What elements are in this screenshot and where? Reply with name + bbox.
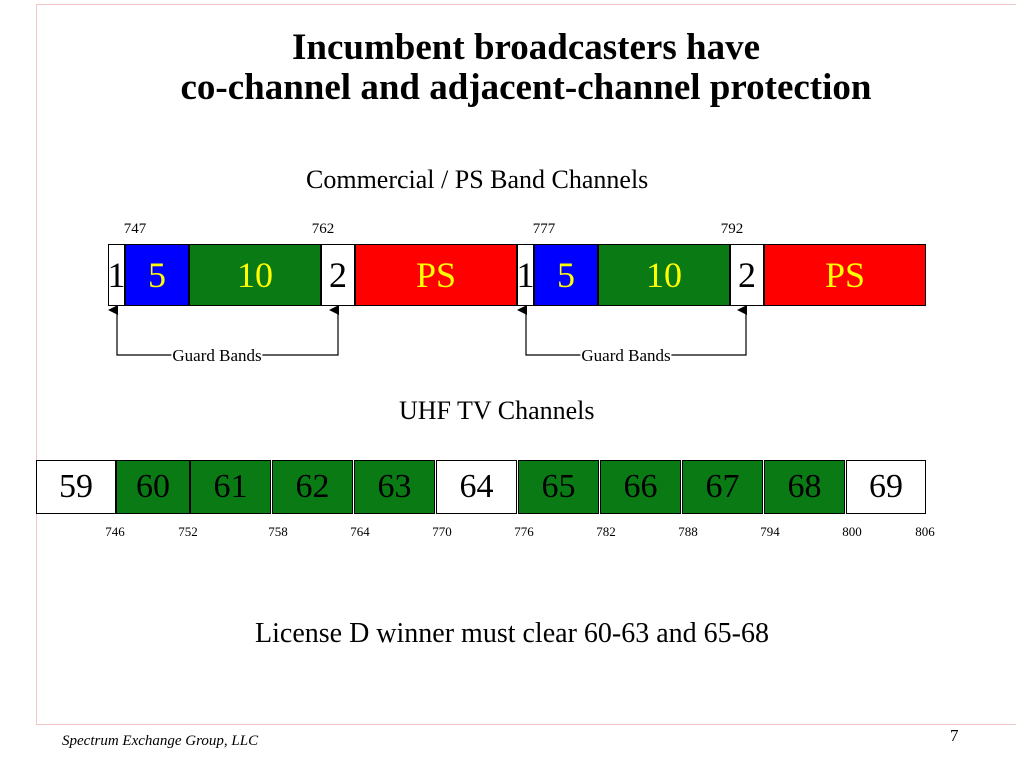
band-block-5: 5: [534, 244, 598, 306]
slide-frame-top: [36, 4, 1016, 5]
band-block-ps: PS: [764, 244, 926, 306]
license-note: License D winner must clear 60-63 and 65…: [255, 618, 769, 649]
band-block-ps: PS: [355, 244, 517, 306]
slide-frame-bottom: [36, 724, 1016, 725]
band-block-2: 2: [730, 244, 764, 306]
uhf-channel-64: 64: [436, 460, 517, 514]
band-block-10: 10: [189, 244, 321, 306]
uhf-freq-label: 776: [514, 524, 534, 539]
band-freq-label: 747: [123, 221, 147, 237]
uhf-freq-label: 764: [350, 524, 370, 539]
uhf-channel-63: 63: [354, 460, 435, 514]
band-block-5: 5: [125, 244, 189, 306]
uhf-freq-label: 806: [915, 524, 935, 539]
uhf-freq-label: 770: [432, 524, 452, 539]
title-line-1: Incumbent broadcasters have: [292, 27, 760, 68]
uhf-channel-66: 66: [600, 460, 681, 514]
band-block-2: 2: [321, 244, 355, 306]
uhf-channel-67: 67: [682, 460, 763, 514]
uhf-channel-62: 62: [272, 460, 353, 514]
uhf-channel-68: 68: [764, 460, 845, 514]
uhf-freq-label: 746: [105, 524, 125, 539]
uhf-freq-label: 788: [678, 524, 698, 539]
uhf-freq-label: 752: [178, 524, 198, 539]
footer-company: Spectrum Exchange Group, LLC: [62, 733, 259, 749]
uhf-freq-label: 758: [268, 524, 288, 539]
uhf-channel-61: 61: [190, 460, 271, 514]
uhf-channel-65: 65: [518, 460, 599, 514]
uhf-heading: UHF TV Channels: [399, 396, 595, 425]
uhf-freq-label: 782: [596, 524, 616, 539]
slide-title: Incumbent broadcasters have co-channel a…: [36, 28, 1016, 108]
uhf-channel-69: 69: [846, 460, 926, 514]
band-heading: Commercial / PS Band Channels: [306, 165, 649, 194]
band-freq-label: 777: [532, 221, 556, 237]
band-freq-label: 762: [311, 221, 335, 237]
guard-bands-label: Guard Bands: [580, 346, 672, 366]
title-line-2: co-channel and adjacent-channel protecti…: [180, 67, 872, 108]
uhf-freq-label: 794: [760, 524, 780, 539]
band-block-10: 10: [598, 244, 730, 306]
band-block-1: 1: [108, 244, 125, 306]
uhf-channel-60: 60: [116, 460, 190, 514]
guard-bands-label: Guard Bands: [171, 346, 263, 366]
band-freq-label: 792: [720, 221, 744, 237]
uhf-channel-59: 59: [36, 460, 116, 514]
uhf-freq-label: 800: [842, 524, 862, 539]
page-number: 7: [950, 726, 959, 745]
slide-frame-left: [36, 4, 37, 724]
